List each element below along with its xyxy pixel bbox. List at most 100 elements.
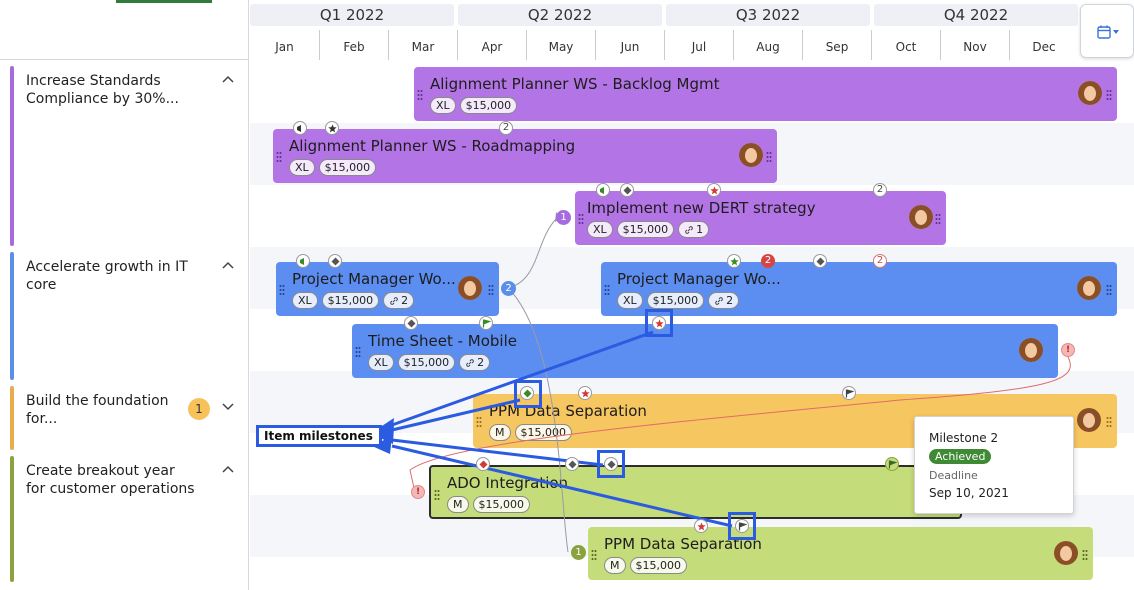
roadmap-item-bar[interactable]: PPM Data Separation M $15,000 xyxy=(588,527,1093,580)
objective-color-bar xyxy=(10,66,14,246)
status-badge: Achieved xyxy=(929,449,992,464)
objective-color-bar xyxy=(10,386,14,450)
item-title: Project Manager Wo... xyxy=(617,270,781,288)
dependency-count[interactable]: 1 xyxy=(571,545,586,560)
drag-handle-icon[interactable] xyxy=(434,489,440,501)
diamond-icon[interactable] xyxy=(520,386,534,400)
megaphone-icon[interactable] xyxy=(293,121,307,135)
diamond-icon[interactable] xyxy=(404,316,418,330)
drag-handle-icon[interactable] xyxy=(1106,284,1112,296)
drag-handle-icon[interactable] xyxy=(591,549,597,561)
megaphone-icon[interactable] xyxy=(596,183,610,197)
size-chip: M xyxy=(447,496,469,513)
cost-chip: $15,000 xyxy=(616,221,675,238)
diamond-icon[interactable] xyxy=(476,457,490,471)
links-chip: 2 xyxy=(383,292,415,309)
star-icon[interactable] xyxy=(325,121,339,135)
roadmap-item-bar[interactable]: Time Sheet - Mobile XL $15,000 2 xyxy=(352,324,1058,378)
star-icon[interactable] xyxy=(727,254,741,268)
alert-icon[interactable]: ! xyxy=(411,485,425,499)
objective-row[interactable]: Create breakout year for customer operat… xyxy=(0,454,249,584)
dependency-count[interactable]: 1 xyxy=(556,210,571,225)
objectives-panel-header xyxy=(0,0,249,60)
diamond-icon[interactable] xyxy=(565,457,579,471)
objective-row[interactable]: Accelerate growth in IT core xyxy=(0,250,249,382)
drag-handle-icon[interactable] xyxy=(476,416,482,428)
roadmap-item-bar-selected[interactable]: ADO Integration M $15,000 xyxy=(429,465,962,519)
star-icon[interactable] xyxy=(694,519,708,533)
item-title: PPM Data Separation xyxy=(604,535,762,553)
size-chip: XL xyxy=(289,159,315,176)
star-icon[interactable] xyxy=(578,386,592,400)
drag-handle-icon[interactable] xyxy=(578,213,584,225)
tooltip-deadline-label: Deadline xyxy=(929,469,978,482)
flag-icon[interactable] xyxy=(885,457,899,471)
flag-icon[interactable] xyxy=(842,386,856,400)
drag-handle-icon[interactable] xyxy=(276,151,282,163)
quarter-label: Q4 2022 xyxy=(874,4,1078,26)
milestone-count-overdue[interactable]: 2 xyxy=(761,254,775,268)
chevron-down-icon[interactable] xyxy=(220,400,236,416)
milestone-count[interactable]: 2 xyxy=(499,121,513,135)
avatar[interactable] xyxy=(1019,338,1043,362)
roadmap-item-bar[interactable]: Implement new DERT strategy XL $15,000 1 xyxy=(575,191,946,245)
item-title: Alignment Planner WS - Backlog Mgmt xyxy=(430,75,720,93)
drag-handle-icon[interactable] xyxy=(1106,89,1112,101)
link-icon xyxy=(390,296,398,305)
avatar[interactable] xyxy=(1054,541,1078,565)
flag-icon[interactable] xyxy=(479,316,493,330)
drag-handle-icon[interactable] xyxy=(355,346,361,358)
milestone-highlight xyxy=(645,309,673,337)
drag-handle-icon[interactable] xyxy=(935,213,941,225)
diamond-icon[interactable] xyxy=(328,254,342,268)
star-icon[interactable] xyxy=(707,183,721,197)
objective-color-bar xyxy=(10,456,14,582)
roadmap-item-bar[interactable]: Alignment Planner WS - Backlog Mgmt XL $… xyxy=(414,67,1117,121)
item-meta: XL $15,000 2 xyxy=(292,292,415,310)
dependency-count[interactable]: 2 xyxy=(501,281,516,296)
drag-handle-icon[interactable] xyxy=(488,284,494,296)
chevron-up-icon[interactable] xyxy=(220,462,236,478)
month-header: Jan Feb Mar Apr May Jun Jul Aug Sep Oct … xyxy=(250,30,1080,60)
diamond-icon[interactable] xyxy=(620,183,634,197)
objective-row[interactable]: Build the foundation for... 1 xyxy=(0,384,249,452)
drag-handle-icon[interactable] xyxy=(604,284,610,296)
roadmap-item-bar[interactable]: Project Manager Wo... XL $15,000 2 xyxy=(276,262,499,316)
drag-handle-icon[interactable] xyxy=(1082,549,1088,561)
avatar[interactable] xyxy=(1077,276,1101,300)
drag-handle-icon[interactable] xyxy=(279,284,285,296)
milestone-count[interactable]: 2 xyxy=(873,183,887,197)
diamond-icon[interactable] xyxy=(813,254,827,268)
calendar-view-button[interactable] xyxy=(1080,4,1134,58)
drag-handle-icon[interactable] xyxy=(766,151,772,163)
roadmap-item-bar[interactable]: Alignment Planner WS - Roadmapping XL $1… xyxy=(273,129,777,183)
item-title: PPM Data Separation xyxy=(489,402,647,420)
drag-handle-icon[interactable] xyxy=(417,89,423,101)
chevron-up-icon[interactable] xyxy=(220,72,236,88)
objective-row[interactable]: Increase Standards Compliance by 30%... xyxy=(0,64,249,248)
milestone-count[interactable]: 2 xyxy=(873,254,887,268)
drag-handle-icon[interactable] xyxy=(1106,416,1112,428)
avatar[interactable] xyxy=(739,143,763,167)
avatar[interactable] xyxy=(1077,408,1101,432)
avatar[interactable] xyxy=(458,276,482,300)
calendar-icon xyxy=(1097,25,1119,39)
alert-icon[interactable]: ! xyxy=(1061,343,1075,357)
objective-title: Create breakout year for customer operat… xyxy=(26,463,195,497)
diamond-icon[interactable] xyxy=(604,457,618,471)
quarter-label: Q2 2022 xyxy=(458,4,662,26)
quarter-label: Q3 2022 xyxy=(666,4,870,26)
chevron-up-icon[interactable] xyxy=(220,258,236,274)
megaphone-icon[interactable] xyxy=(296,254,310,268)
avatar[interactable] xyxy=(1078,81,1102,105)
star-icon[interactable] xyxy=(652,316,666,330)
active-tab-indicator xyxy=(116,0,212,3)
link-icon xyxy=(466,358,474,367)
month-label: Aug xyxy=(733,30,802,60)
tooltip-deadline-date: Sep 10, 2021 xyxy=(929,486,1009,500)
flag-icon[interactable] xyxy=(735,519,749,533)
item-title: ADO Integration xyxy=(447,474,569,492)
cost-chip: $15,000 xyxy=(318,159,377,176)
avatar[interactable] xyxy=(909,205,933,229)
roadmap-item-bar[interactable]: Project Manager Wo... XL $15,000 2 xyxy=(601,262,1117,316)
